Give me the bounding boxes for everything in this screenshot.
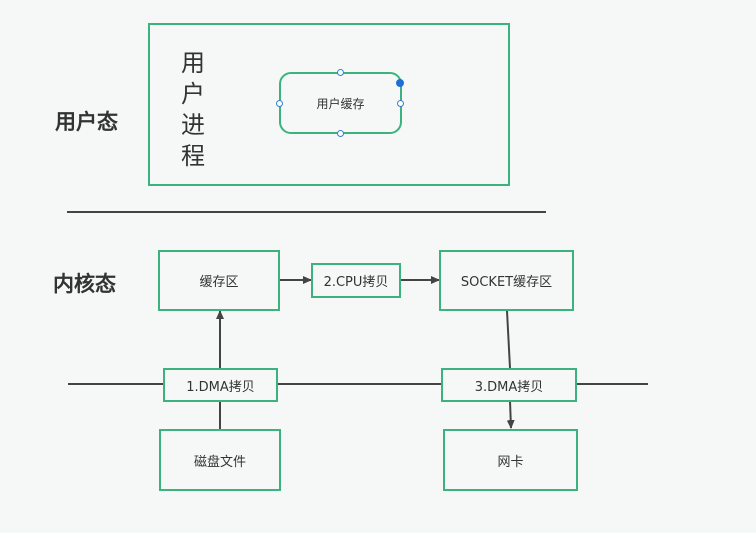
nic-node[interactable]: 网卡 <box>443 429 578 491</box>
disk-file-node[interactable]: 磁盘文件 <box>159 429 281 491</box>
resize-handle-right[interactable] <box>397 100 404 107</box>
resize-handle-left[interactable] <box>276 100 283 107</box>
resize-handle-top[interactable] <box>337 69 344 76</box>
cpu-copy-label: 2.CPU拷贝 <box>323 275 389 290</box>
resize-handle-bottom[interactable] <box>337 130 344 137</box>
buffer-area-node[interactable]: 缓存区 <box>158 250 280 311</box>
dma-copy-3-node[interactable]: 3.DMA拷贝 <box>441 368 577 402</box>
nic-label: 网卡 <box>497 454 524 470</box>
user-buffer-node[interactable]: 用户缓存 <box>279 72 402 134</box>
cpu-copy-node[interactable]: 2.CPU拷贝 <box>311 263 401 298</box>
connection-handle-active[interactable] <box>396 79 404 87</box>
buffer-area-label: 缓存区 <box>199 275 239 290</box>
dma-copy-1-label: 1.DMA拷贝 <box>186 379 255 395</box>
dma-to-nic-arrow <box>506 400 515 429</box>
kernel-mode-label: 内核态 <box>53 272 116 296</box>
disk-file-label: 磁盘文件 <box>193 454 246 470</box>
dma-copy-1-node[interactable]: 1.DMA拷贝 <box>163 368 278 402</box>
socket-to-dma-line <box>506 310 511 369</box>
user-mode-label: 用户态 <box>55 110 118 134</box>
socket-buffer-label: SOCKET缓存区 <box>460 275 553 290</box>
user-process-label: 用户进程 <box>181 49 205 170</box>
socket-buffer-node[interactable]: SOCKET缓存区 <box>439 250 574 311</box>
user-buffer-label: 用户缓存 <box>316 96 365 111</box>
dma-copy-3-label: 3.DMA拷贝 <box>474 379 544 395</box>
